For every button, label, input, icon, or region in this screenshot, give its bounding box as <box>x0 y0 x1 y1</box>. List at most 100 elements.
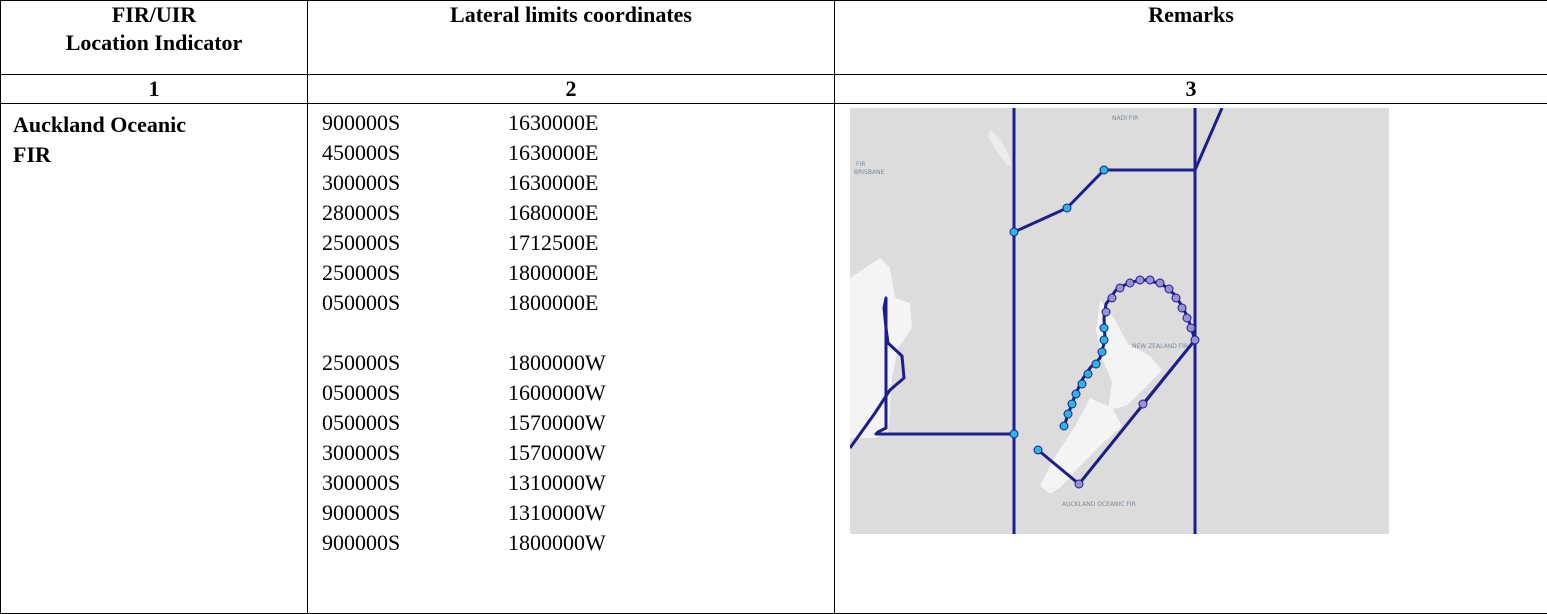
boundary-nz-box <box>1037 338 1197 486</box>
coordinate-longitude: 1570000W <box>508 410 606 435</box>
coordinate-row: 280000S 1680000E <box>322 198 834 228</box>
boundary-northeast <box>1193 108 1224 171</box>
vertex-icon <box>1099 335 1109 345</box>
coordinate-latitude: 300000S <box>322 470 401 495</box>
column-number-2: 2 <box>307 74 835 104</box>
coordinate-latitude: 050000S <box>322 410 401 435</box>
coordinate-latitude: 250000S <box>322 230 401 255</box>
boundary-vertices <box>1009 165 1109 455</box>
header-row: FIR/UIR Location Indicator Lateral limit… <box>0 0 1547 75</box>
coordinate-row: 450000S 1630000E <box>322 138 834 168</box>
map-svg: FIR BRISBANE NADI FIR NEW ZEALAND FIR AU… <box>850 108 1224 534</box>
vertex-icon <box>1083 369 1093 379</box>
fir-name-cell: Auckland Oceanic FIR <box>0 103 308 614</box>
coordinate-latitude: 050000S <box>322 380 401 405</box>
coordinate-longitude: 1600000W <box>508 380 606 405</box>
arc-vertex-icon <box>1145 275 1155 285</box>
coordinate-latitude: 050000S <box>322 290 401 315</box>
coordinate-latitude: 250000S <box>322 260 401 285</box>
coordinate-row: 250000S 1800000W <box>322 348 834 378</box>
coordinates-cell: 900000S 1630000E 450000S 1630000E 300000S 163… <box>307 103 835 614</box>
header-fir-uir-line1: FIR/UIR <box>111 2 197 27</box>
arc-vertex-icon <box>1190 335 1200 345</box>
header-lateral-limits: Lateral limits coordinates <box>307 0 835 75</box>
arc-vertices <box>1074 275 1200 489</box>
vertex-icon <box>1077 379 1087 389</box>
arc-vertex-icon <box>1101 307 1111 317</box>
coordinate-row: 050000S 1570000W <box>322 408 834 438</box>
coordinate-latitude: 900000S <box>322 110 401 135</box>
coordinate-longitude: 1630000E <box>508 170 599 195</box>
coordinate-latitude: 900000S <box>322 500 401 525</box>
header-remarks: Remarks <box>834 0 1547 75</box>
coordinate-longitude: 1712500E <box>508 230 599 255</box>
vertex-icon <box>1009 227 1019 237</box>
coordinate-row: 050000S 1600000W <box>322 378 834 408</box>
coordinate-row: 050000S 1800000E <box>322 288 834 318</box>
coordinate-row: 250000S 1712500E <box>322 228 834 258</box>
coordinate-row: 300000S 1630000E <box>322 168 834 198</box>
arc-vertex-icon <box>1107 293 1117 303</box>
vertex-icon <box>1062 203 1072 213</box>
coordinate-longitude: 1800000W <box>508 350 606 375</box>
header-fir-uir: FIR/UIR Location Indicator <box>0 0 308 75</box>
column-number-1: 1 <box>0 74 308 104</box>
remarks-cell: FIR BRISBANE NADI FIR NEW ZEALAND FIR AU… <box>834 103 1547 614</box>
vertex-icon <box>1099 165 1109 175</box>
north-island-landmass <box>1096 300 1162 410</box>
map-label-brisbane: BRISBANE <box>854 169 885 176</box>
fir-name-line1: Auckland Oceanic <box>13 112 186 137</box>
coordinates-group-2: 250000S 1800000W 050000S 1600000W 050000S 157… <box>322 348 834 558</box>
vertex-icon <box>1033 445 1043 455</box>
coordinate-longitude: 1630000E <box>508 110 599 135</box>
arc-vertex-icon <box>1115 283 1125 293</box>
boundary-west <box>850 296 1014 449</box>
header-fir-uir-line2: Location Indicator <box>65 30 243 55</box>
vertex-icon <box>1099 323 1109 333</box>
arc-vertex-icon <box>1186 323 1196 333</box>
header-lateral-limits-text: Lateral limits coordinates <box>450 2 692 27</box>
vertex-icon <box>1067 399 1077 409</box>
australia-landmass <box>850 258 912 438</box>
header-remarks-text: Remarks <box>1148 2 1234 27</box>
vertex-icon <box>1063 409 1073 419</box>
map-label-auckland-oceanic: AUCKLAND OCEANIC FIR <box>1062 501 1136 508</box>
new-caledonia-landmass <box>988 130 1012 166</box>
coordinate-longitude: 1800000W <box>508 530 606 555</box>
map-label-nz-domestic: NEW ZEALAND FIR <box>1132 343 1188 350</box>
arc-vertex-icon <box>1125 278 1135 288</box>
column-number-3: 3 <box>834 74 1547 104</box>
vertex-icon <box>1091 359 1101 369</box>
coordinate-latitude: 250000S <box>322 350 401 375</box>
column-number-row: 1 2 3 <box>0 74 1547 104</box>
coordinate-latitude: 300000S <box>322 440 401 465</box>
coordinate-row: 300000S 1310000W <box>322 468 834 498</box>
coordinates-spacer <box>322 318 834 348</box>
arc-vertex-icon <box>1182 313 1192 323</box>
coordinate-longitude: 1800000E <box>508 290 599 315</box>
coordinate-latitude: 300000S <box>322 170 401 195</box>
vertex-icon <box>1097 347 1107 357</box>
coordinate-row: 900000S 1800000W <box>322 528 834 558</box>
coordinates-group-1: 900000S 1630000E 450000S 1630000E 300000S 163… <box>322 108 834 318</box>
arc-vertex-icon <box>1074 479 1084 489</box>
coordinate-latitude: 280000S <box>322 200 401 225</box>
coordinate-latitude: 450000S <box>322 140 401 165</box>
coordinate-longitude: 1310000W <box>508 500 606 525</box>
coordinate-row: 900000S 1310000W <box>322 498 834 528</box>
vertex-icon <box>1009 429 1019 439</box>
coordinate-longitude: 1310000W <box>508 470 606 495</box>
vertex-icon <box>1071 389 1081 399</box>
arc-vertex-icon <box>1171 293 1181 303</box>
coordinate-longitude: 1570000W <box>508 440 606 465</box>
arc-vertex-icon <box>1164 284 1174 294</box>
coordinate-longitude: 1630000E <box>508 140 599 165</box>
fir-boundary-map: FIR BRISBANE NADI FIR NEW ZEALAND FIR AU… <box>850 108 1389 534</box>
coordinate-row: 300000S 1570000W <box>322 438 834 468</box>
arc-vertex-icon <box>1155 278 1165 288</box>
coordinate-longitude: 1680000E <box>508 200 599 225</box>
coordinate-row: 900000S 1630000E <box>322 108 834 138</box>
coordinate-latitude: 900000S <box>322 530 401 555</box>
